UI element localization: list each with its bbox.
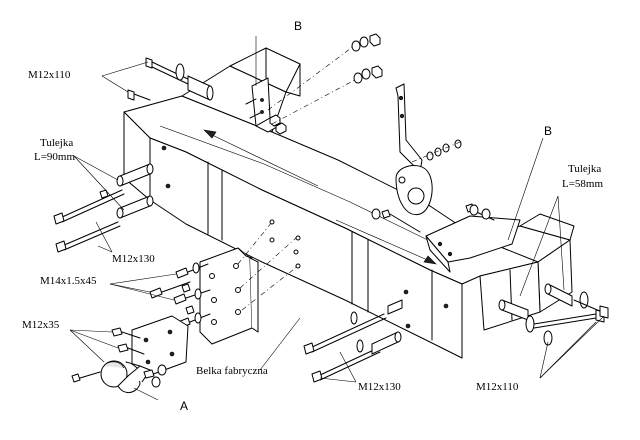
label-tulejka-left: Tulejka [40, 137, 73, 149]
leader-lines [69, 36, 605, 401]
label-m12x130-bottom: M12x130 [358, 381, 401, 393]
bolt-m12x110-left [145, 57, 214, 101]
sleeve-tulejka-left [116, 163, 154, 219]
right-arm-nuts [371, 139, 491, 220]
label-b-right: B [544, 124, 552, 138]
label-b-top: B [294, 19, 302, 33]
bolts-m12x35 [71, 327, 167, 388]
label-a: A [180, 399, 188, 413]
label-m12x110-left: M12x110 [28, 69, 71, 81]
tow-ball-a [100, 315, 189, 393]
label-tulejka-right: Tulejka [568, 163, 601, 175]
bracket-b-top [245, 77, 287, 135]
centerline [271, 73, 367, 125]
label-belka-fabryczna: Belka fabryczna [196, 365, 268, 377]
label-tulejka-left-length: L=90mm [34, 151, 75, 163]
bolt-m12x130-left [53, 189, 125, 253]
label-m14x15x45: M14x1.5x45 [40, 275, 97, 287]
beam-arrows [203, 129, 437, 265]
top-nut-stack-2 [353, 65, 383, 84]
hitch-mount-plate [199, 247, 259, 345]
bolts-m14x15x45 [149, 262, 211, 329]
label-m12x130-left: M12x130 [112, 253, 155, 265]
plate-washers [269, 219, 301, 269]
bolt-m12x110-right [525, 291, 609, 346]
bolt-m12x130-bottom [303, 299, 403, 383]
top-nut-stack-1 [351, 33, 381, 52]
centerline [267, 39, 363, 111]
label-m12x35: M12x35 [22, 319, 60, 331]
centerline [239, 237, 297, 289]
bracket-b-right [381, 83, 521, 273]
label-m12x110-right: M12x110 [476, 381, 519, 393]
centerline [237, 221, 273, 265]
bolt-m12x110-left-lower [127, 89, 151, 101]
label-tulejka-right-length: L=58mm [562, 178, 603, 190]
